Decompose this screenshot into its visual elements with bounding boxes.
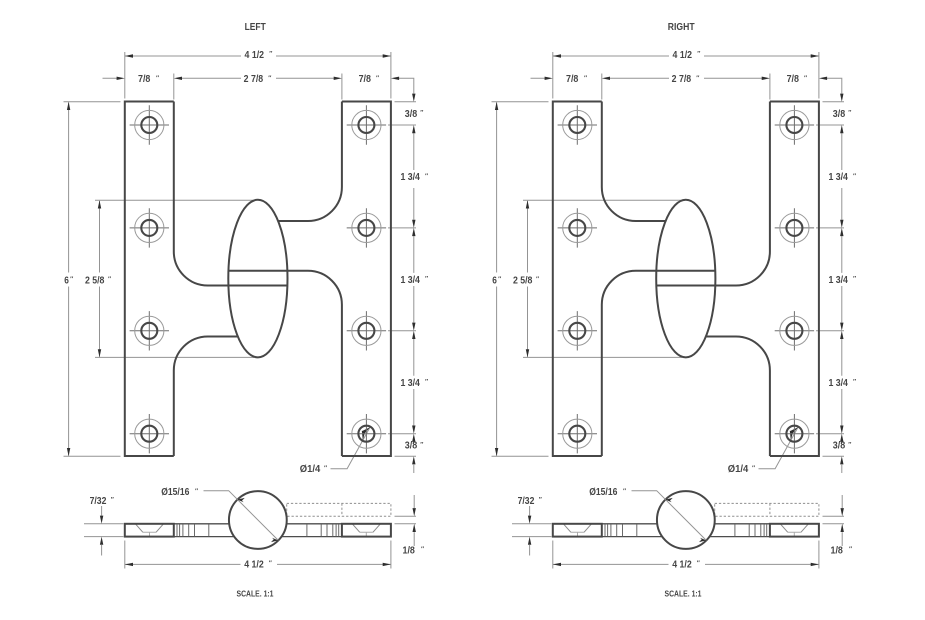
svg-text:LEFT: LEFT: [245, 22, 266, 33]
svg-text:RIGHT: RIGHT: [668, 22, 695, 33]
